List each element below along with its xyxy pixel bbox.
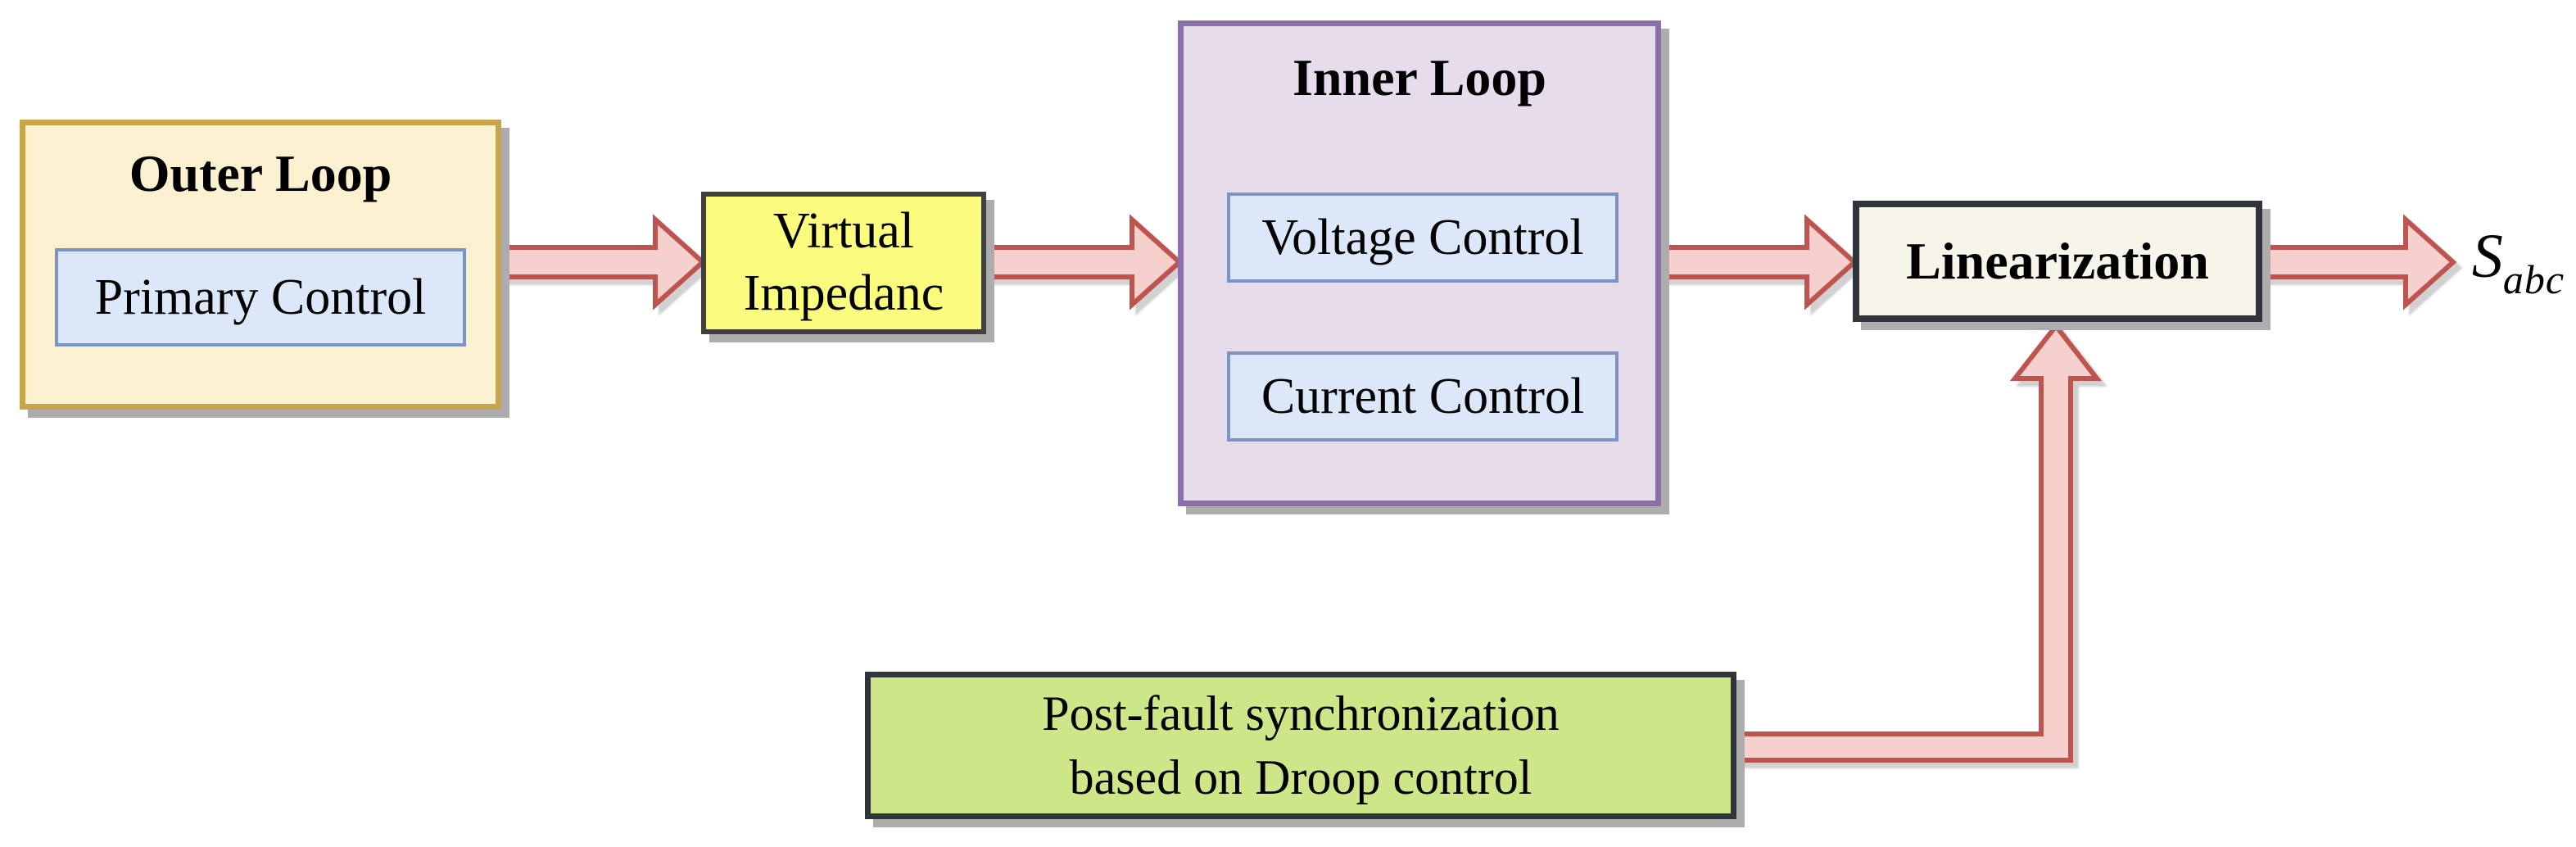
output-signal-label: Sabc	[2461, 218, 2576, 306]
output-signal-subscript: abc	[2502, 256, 2565, 302]
post-fault-sync-box: Post-fault synchronization based on Droo…	[865, 672, 1736, 819]
arrow-linearization-to-output	[2255, 214, 2457, 310]
linearization-box: Linearization	[1853, 201, 2262, 322]
arrow-postfault-to-linearization	[1729, 322, 2103, 763]
arrow-inner-to-linearization	[1654, 214, 1858, 310]
outer-loop-box: Outer Loop Primary Control	[20, 120, 501, 410]
linearization-label: Linearization	[1906, 232, 2209, 290]
post-fault-line-1: Post-fault synchronization	[1042, 686, 1560, 741]
post-fault-line-2: based on Droop control	[1069, 750, 1532, 804]
primary-control-label: Primary Control	[94, 269, 427, 325]
inner-loop-title: Inner Loop	[1292, 48, 1547, 106]
virtual-impedance-line-1: Virtual	[773, 203, 914, 260]
virtual-impedance-box: Virtual Impedanc	[701, 192, 986, 334]
arrow-outer-to-virtual	[494, 214, 707, 310]
primary-control-box: Primary Control	[55, 248, 466, 346]
current-control-box: Current Control	[1227, 351, 1618, 442]
voltage-control-box: Voltage Control	[1227, 192, 1618, 283]
virtual-impedance-line-2: Impedanc	[743, 265, 944, 321]
voltage-control-label: Voltage Control	[1261, 209, 1584, 265]
arrow-virtual-to-inner	[979, 214, 1184, 310]
output-signal-base: S	[2471, 222, 2503, 291]
current-control-label: Current Control	[1261, 368, 1585, 424]
outer-loop-title: Outer Loop	[129, 144, 392, 202]
inner-loop-box: Inner Loop Voltage Control Current Contr…	[1178, 20, 1661, 506]
